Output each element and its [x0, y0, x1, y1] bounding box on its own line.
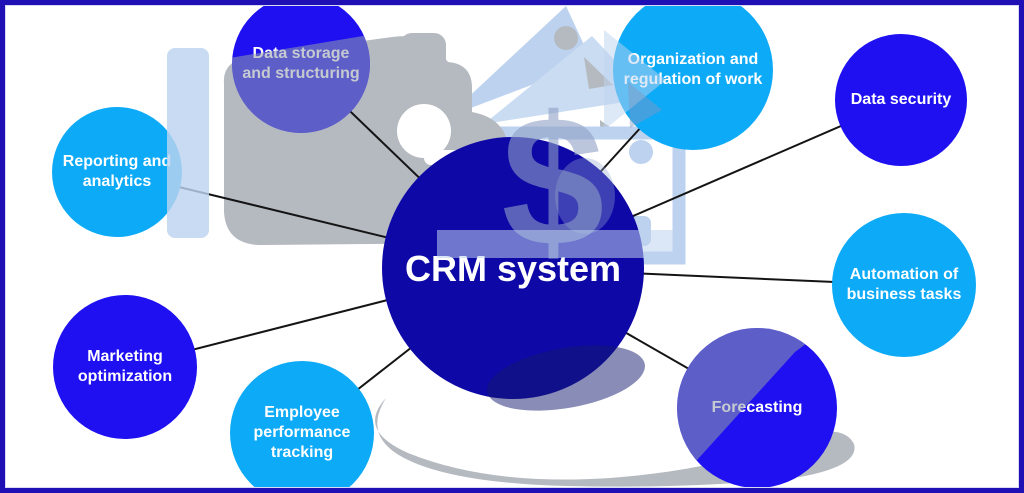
node-forecasting: Forecasting	[677, 328, 837, 488]
node-label: Forecasting	[711, 399, 803, 416]
node-label: Automation of business tasks	[846, 266, 962, 303]
center-label: CRM system	[404, 247, 622, 289]
node-label: Data storage and structuring	[242, 45, 360, 82]
node-data-security: Data security	[835, 34, 967, 166]
node-employee: Employee performance tracking	[230, 361, 374, 493]
node-label: Marketing optimization	[77, 348, 173, 385]
node-marketing: Marketing optimization	[53, 295, 197, 439]
node-label: Data security	[850, 91, 952, 108]
node-reporting: Reporting and analytics	[52, 107, 182, 237]
node-label: Organization and regulation of work	[623, 51, 763, 88]
node-organization: Organization and regulation of work	[613, 0, 773, 150]
node-automation: Automation of business tasks	[832, 213, 976, 357]
node-data-storage: Data storage and structuring	[232, 0, 370, 133]
node-label: Employee performance tracking	[253, 404, 351, 461]
node-label: Reporting and analytics	[62, 153, 172, 190]
